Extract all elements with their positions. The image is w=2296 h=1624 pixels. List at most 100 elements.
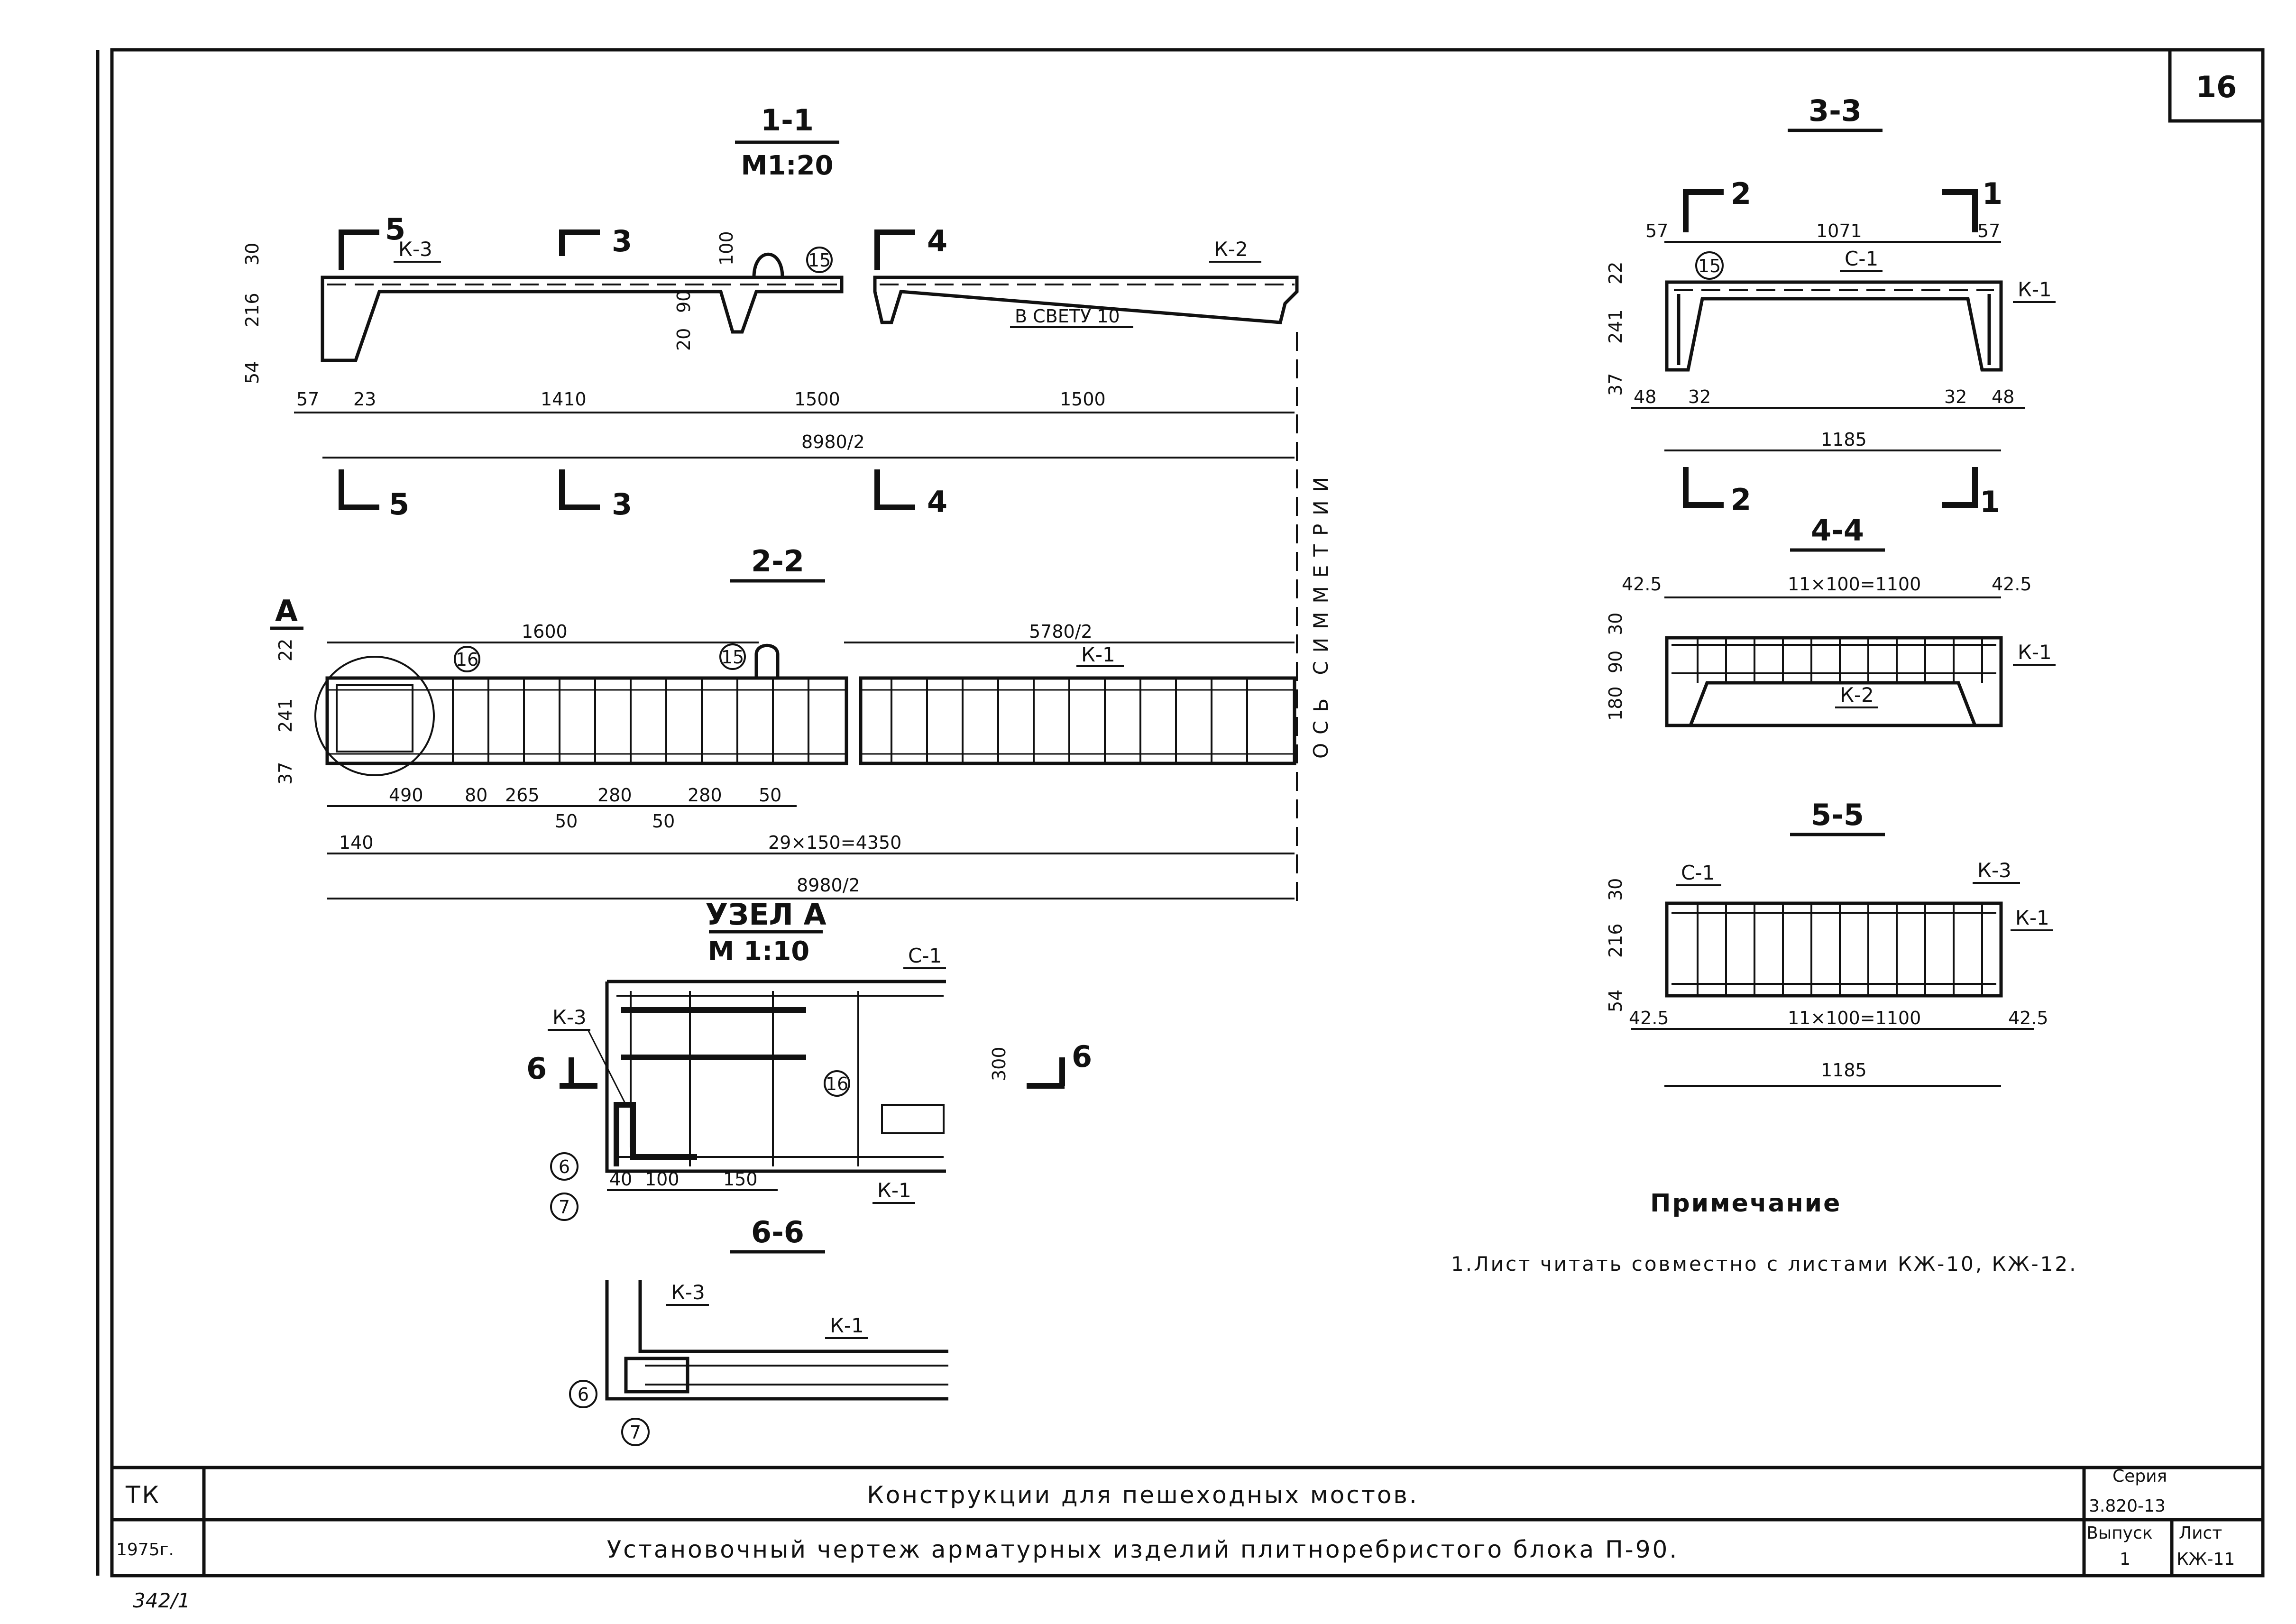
cut-4-top: 4 (927, 224, 947, 258)
dim-32-right: 32 (1944, 386, 1967, 407)
mark-k2-4-4: К-2 (1840, 683, 1874, 706)
mark-c1-3-3: С-1 (1845, 247, 1878, 270)
mark-k1-5-5: К-1 (2015, 906, 2049, 929)
node-a: УЗЕЛ А М 1:10 С-1 К-3 16 6 6 300 6 7 40 … (526, 897, 1092, 1221)
title-line-2: Установочный чертеж арматурных изделий п… (607, 1536, 1679, 1563)
section-1-1-title: 1-1 (761, 103, 814, 138)
mark-k1-4-4: К-1 (2018, 641, 2052, 664)
mark-k3-node: К-3 (552, 1006, 587, 1029)
dim-42-5-left-4-4: 42.5 (1622, 574, 1662, 595)
dim-37-3-3: 37 (1605, 373, 1626, 396)
dim-57: 57 (296, 389, 319, 410)
dim-50-c: 50 (759, 785, 781, 806)
dim-180-4-4: 180 (1605, 686, 1626, 721)
node-a-scale: М 1:10 (708, 936, 810, 967)
sheet-number-box (2168, 48, 2265, 123)
detail-a-circle (314, 656, 435, 776)
mark-k1-2-2: К-1 (1081, 643, 1115, 666)
dim-48-left: 48 (1634, 386, 1656, 407)
dim-22-3-3: 22 (1605, 262, 1626, 284)
pos15-1-1: 15 (808, 250, 831, 271)
dim-241-3-3: 241 (1605, 309, 1626, 344)
pos7-6-6: 7 (630, 1422, 641, 1443)
dim-8980-2-b: 8980/2 (797, 875, 860, 896)
dim-11x100-5-5: 11×100=1100 (1788, 1008, 1921, 1028)
dim-150-node: 150 (723, 1169, 758, 1190)
cut-1-top: 1 (1982, 176, 2002, 211)
section-5-5-title: 5-5 (1811, 798, 1864, 832)
dim-8980-2: 8980/2 (801, 431, 865, 452)
detail-a-mark: А (275, 594, 298, 628)
cut-2-bottom: 2 (1731, 482, 1751, 517)
section-4-4: 4-4 42.5 11×100=1100 42.5 К-1 К-2 30 90 … (1605, 513, 2056, 727)
section-1-1: 1-1 M1:20 5 К-3 3 4 К-2 15 В СВЕТУ 10 30… (242, 103, 1299, 522)
dim-280-b: 280 (688, 785, 722, 806)
dim-57-right: 57 (1977, 220, 2000, 241)
title-line-1: Конструкции для пешеходных мостов. (867, 1481, 1419, 1509)
dim-11x100-4-4: 11×100=1100 (1788, 574, 1921, 595)
dim-30-5-5: 30 (1605, 878, 1626, 901)
cut-1-bottom: 1 (1980, 485, 2000, 519)
mark-k3-1-1: К-3 (398, 238, 432, 261)
note-heading: Примечание (1650, 1189, 1841, 1218)
dim-22-2-2: 22 (275, 639, 296, 661)
sheet-frame (110, 48, 2265, 1578)
sheet-code: КЖ-11 (2177, 1550, 2235, 1569)
dim-5780-2: 5780/2 (1029, 621, 1093, 642)
dim-50-a: 50 (555, 811, 578, 832)
dim-1185-5-5: 1185 (1821, 1060, 1867, 1081)
section-4-4-title: 4-4 (1811, 513, 1864, 548)
dim-241-2-2: 241 (275, 698, 296, 733)
pos6-node: 6 (559, 1156, 570, 1177)
cut-3-top: 3 (612, 224, 632, 258)
dim-300: 300 (989, 1046, 1010, 1081)
dim-37-2-2: 37 (275, 762, 296, 785)
mark-k1-node: К-1 (877, 1179, 911, 1202)
dim-30-4-4: 30 (1605, 613, 1626, 635)
dim-32-left: 32 (1688, 386, 1711, 407)
pos16-2-2: 16 (456, 649, 478, 670)
section-3-3: 3-3 2 1 57 1071 57 С-1 15 К-1 22 241 37 … (1605, 93, 2056, 519)
mark-k2-1-1: К-2 (1214, 238, 1248, 261)
dim-54-5-5: 54 (1605, 990, 1626, 1012)
issue-label: Выпуск (2086, 1523, 2153, 1543)
mark-k1-6-6: К-1 (830, 1314, 864, 1337)
note-text: 1.Лист читать совместно с листами КЖ-10,… (1451, 1252, 2077, 1275)
issue-value: 1 (2120, 1550, 2131, 1569)
dim-1071: 1071 (1816, 220, 1862, 241)
series-label: Серия (2112, 1467, 2167, 1486)
dim-280-a: 280 (597, 785, 632, 806)
dim-42-5-right-5-5: 42.5 (2008, 1008, 2048, 1028)
dim-1500-b: 1500 (1060, 389, 1106, 410)
section-5-5: 5-5 С-1 К-3 К-1 30 216 54 42.5 11×100=11… (1605, 798, 2053, 1087)
mark-k1-3-3: К-1 (2018, 278, 2052, 301)
section-3-3-title: 3-3 (1809, 93, 1862, 128)
dim-23: 23 (353, 389, 376, 410)
org-code: ТК (125, 1481, 161, 1509)
dim-50-b: 50 (652, 811, 675, 832)
dim-1500-a: 1500 (794, 389, 840, 410)
pos15-3-3: 15 (1698, 256, 1721, 276)
dim-216-5-5: 216 (1605, 923, 1626, 958)
mark-c1-5-5: С-1 (1681, 861, 1715, 884)
lifting-loop (752, 252, 784, 278)
cut-3-bottom: 3 (612, 487, 632, 522)
dim-265: 265 (505, 785, 540, 806)
dim-1410: 1410 (541, 389, 587, 410)
pos16-node: 16 (826, 1073, 848, 1094)
dim-490: 490 (389, 785, 423, 806)
pos15-2-2: 15 (721, 647, 744, 668)
dim-90: 90 (673, 290, 694, 313)
mark-c1-node: С-1 (908, 944, 942, 967)
cut-6-right: 6 (1072, 1039, 1092, 1074)
dim-140: 140 (339, 832, 374, 853)
cut-5-bottom: 5 (389, 487, 409, 522)
in-light-label: В СВЕТУ 10 (1015, 306, 1120, 327)
section-6-6: 6-6 К-3 К-1 6 7 (569, 1215, 948, 1446)
dim-80: 80 (465, 785, 487, 806)
dim-42-5-left-5-5: 42.5 (1629, 1008, 1669, 1028)
dim-57-left: 57 (1645, 220, 1668, 241)
dim-1185-3-3: 1185 (1821, 429, 1867, 450)
section-2-2: 2-2 А 1600 5780/2 16 15 К-1 (270, 544, 1296, 899)
pos7-node: 7 (559, 1197, 570, 1218)
